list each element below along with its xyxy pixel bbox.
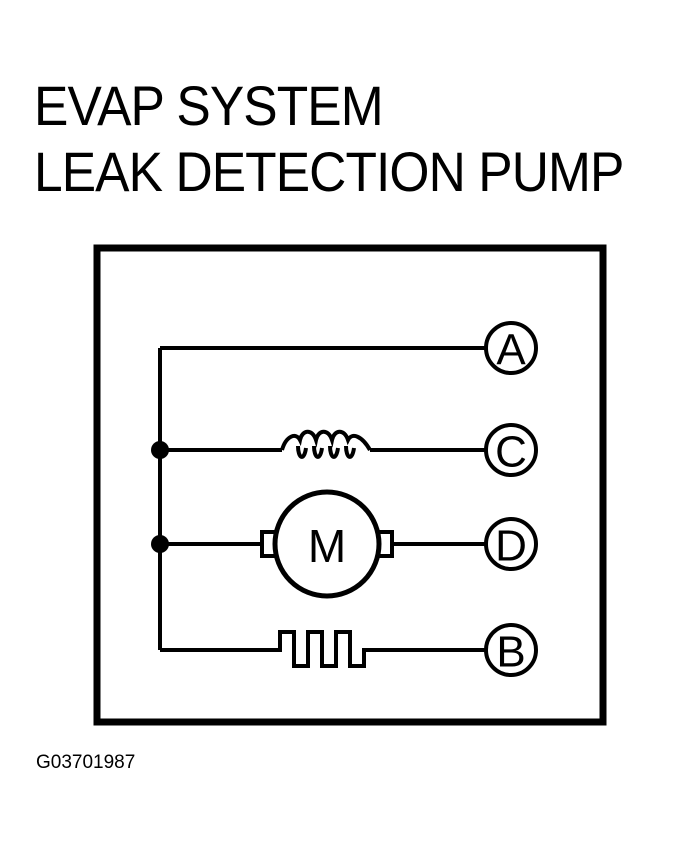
terminal-b: B — [484, 623, 538, 677]
terminal-label-c: C — [495, 428, 527, 477]
heater-element — [160, 630, 486, 668]
junction-dot-motor — [151, 535, 169, 553]
motor-label: M — [308, 520, 346, 572]
junction-dot-coil — [151, 441, 169, 459]
terminal-label-b: B — [496, 628, 525, 677]
solenoid-coil — [160, 429, 486, 459]
pump-housing-box — [93, 244, 607, 726]
terminal-label-d: D — [495, 522, 527, 571]
diagram-title-line1: EVAP SYSTEM — [34, 74, 384, 137]
pump-motor: M — [160, 489, 486, 599]
terminal-label-a: A — [496, 326, 526, 375]
diagram-title-line2: LEAK DETECTION PUMP — [34, 140, 624, 203]
figure-id: G03701987 — [36, 752, 136, 773]
terminal-c: C — [484, 423, 538, 477]
terminal-a: A — [484, 321, 538, 375]
terminal-d: D — [484, 517, 538, 571]
